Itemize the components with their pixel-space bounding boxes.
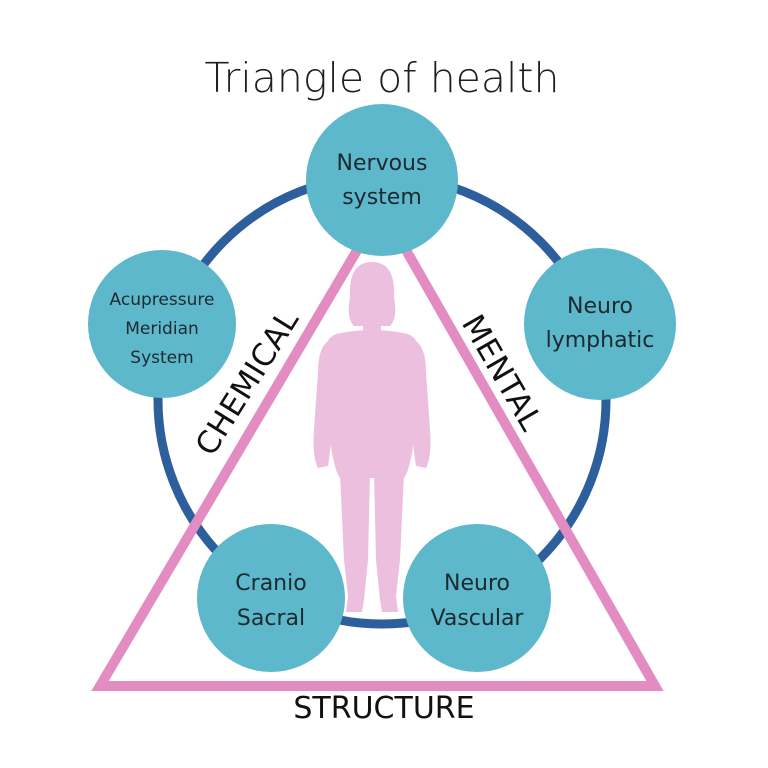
- figure-hair: [348, 262, 396, 326]
- figure-right-leg: [374, 474, 404, 612]
- node-acupressure-meridian-line1: Acupressure: [110, 290, 215, 310]
- figure-neck: [363, 318, 381, 334]
- node-neuro-lymphatic-line2: lymphatic: [546, 328, 655, 353]
- node-neuro-lymphatic-circle: [524, 248, 676, 400]
- node-neuro-vascular-line2: Vascular: [431, 606, 525, 631]
- node-acupressure-meridian-line3: System: [130, 348, 193, 368]
- node-nervous-system: Nervous system: [306, 104, 458, 256]
- figure-torso: [324, 330, 420, 478]
- figure-left-leg: [340, 474, 370, 612]
- node-nervous-system-line2: system: [342, 185, 422, 210]
- node-acupressure-meridian: Acupressure Meridian System: [88, 250, 236, 398]
- figure-right-arm: [406, 340, 431, 468]
- node-nervous-system-circle: [306, 104, 458, 256]
- node-cranio-sacral: Cranio Sacral: [197, 524, 345, 672]
- node-cranio-sacral-line2: Sacral: [237, 606, 305, 631]
- node-nervous-system-line1: Nervous: [337, 151, 428, 176]
- human-figure: [313, 262, 431, 612]
- side-label-structure: STRUCTURE: [293, 691, 474, 726]
- diagram-title: Triangle of health: [205, 54, 560, 102]
- node-acupressure-meridian-line2: Meridian: [125, 319, 199, 339]
- node-neuro-vascular-circle: [403, 524, 551, 672]
- node-cranio-sacral-line1: Cranio: [235, 571, 306, 596]
- figure-left-arm: [313, 340, 338, 468]
- node-acupressure-meridian-circle: [88, 250, 236, 398]
- node-neuro-lymphatic-line1: Neuro: [567, 294, 633, 319]
- node-neuro-lymphatic: Neuro lymphatic: [524, 248, 676, 400]
- node-cranio-sacral-circle: [197, 524, 345, 672]
- node-neuro-vascular-line1: Neuro: [444, 571, 510, 596]
- health-triangle: [91, 198, 664, 691]
- node-neuro-vascular: Neuro Vascular: [403, 524, 551, 672]
